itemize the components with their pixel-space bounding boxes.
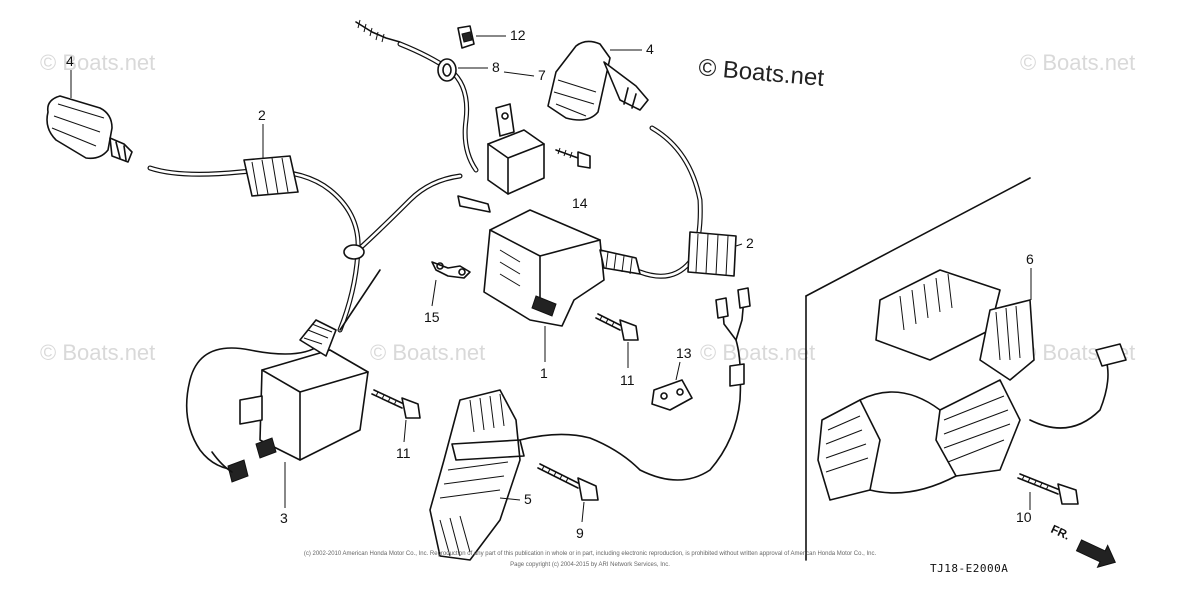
leader-5 [499,497,521,501]
part-number-11-center: 11 [620,372,635,388]
part-number-1: 1 [540,365,548,381]
wire-harness-left [147,165,463,471]
watermark-mid-center: © Boats.net [370,340,485,365]
spark-plug-cap-left[interactable] [46,95,133,163]
watermark-mid-right: © Boats.net [700,340,815,365]
part-number-15: 15 [424,309,440,325]
ignition-unit-1[interactable] [483,209,641,327]
part-number-13: 13 [676,345,692,361]
part-number-10: 10 [1016,509,1032,525]
part-number-3: 3 [280,510,288,526]
grommet-right[interactable] [687,231,737,277]
clip-12[interactable] [457,25,475,49]
part-number-4-right: 4 [646,41,654,57]
bracket-13[interactable] [651,379,693,411]
spark-plug-cap-right[interactable] [547,40,649,121]
leader-11-left [403,419,407,443]
copyright-line-2: Page copyright (c) 2004-2015 by ARI Netw… [510,562,670,568]
front-direction-indicator: FR. [1049,522,1116,568]
part-number-8: 8 [492,59,500,75]
plug-wire-top [355,19,479,173]
watermark-top-left: © Boats.net [40,50,155,75]
grommet-left[interactable] [243,155,299,197]
bolt-11-left[interactable] [371,389,421,419]
screw-14[interactable] [555,147,591,169]
part-number-4-left: 4 [66,53,74,69]
watermark-logo: © Boats.net [697,54,825,92]
part-number-7: 7 [538,67,546,83]
bolt-11-center[interactable] [595,313,639,341]
watermark-mid-left: © Boats.net [40,340,155,365]
watermark-top-right: © Boats.net [1020,50,1135,75]
clip-15[interactable] [431,261,471,279]
part-number-5: 5 [524,491,532,507]
direction-arrow-icon [1075,539,1116,568]
part-number-12: 12 [510,27,526,43]
leader-9 [581,501,585,523]
part-number-14: 14 [572,195,588,211]
ignition-coil[interactable] [211,319,369,483]
leader-7 [503,71,535,77]
control-unit-14[interactable] [457,103,545,213]
wire-clip-left [343,244,365,260]
part-number-6: 6 [1026,251,1034,267]
leader-15 [431,279,437,307]
charge-coil-5[interactable] [429,389,525,561]
copyright-line-1: (c) 2002-2010 American Honda Motor Co., … [304,551,877,557]
part-number-9: 9 [576,525,584,541]
leader-13 [675,361,681,381]
part-number-11-left: 11 [396,445,411,461]
leader-2-right [735,243,743,247]
alternator-assembly-6[interactable] [817,269,1127,501]
panel-border-top [805,177,1031,297]
coil-5-wire [519,287,751,481]
front-direction-label: FR. [1049,522,1072,543]
part-number-2-left: 2 [258,107,266,123]
part-number-2-right: 2 [746,235,754,251]
bolt-9[interactable] [537,463,599,501]
diagram-code: TJ18-E2000A [930,562,1008,575]
grommet-8[interactable] [437,58,457,82]
bolt-10[interactable] [1017,473,1079,505]
